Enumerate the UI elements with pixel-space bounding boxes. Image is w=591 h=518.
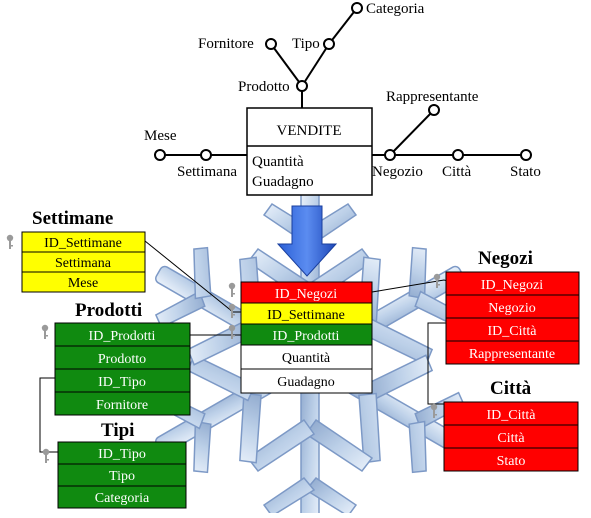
table-cell: Fornitore (96, 398, 148, 413)
fact-schema (160, 7, 526, 156)
table-cell: ID_Tipo (98, 375, 146, 390)
table-cell: ID_Città (488, 324, 538, 339)
node-stato (520, 149, 532, 161)
node-categoria (351, 2, 363, 14)
label-prodotto: Prodotto (238, 79, 290, 95)
fact-title: VENDITE (277, 123, 342, 139)
label-tipo: Tipo (292, 36, 320, 52)
arrow-down-icon (276, 205, 338, 277)
label-mese: Mese (144, 128, 177, 144)
key-icon (42, 448, 50, 463)
node-rappresentante (428, 104, 440, 116)
table-negozi: Negozi ID_Negozi Negozio ID_Città Rappre… (433, 248, 580, 365)
node-prodotto (296, 80, 308, 92)
node-citta (452, 149, 464, 161)
table-cell: Stato (497, 454, 526, 469)
table-prodotti: Prodotti ID_Prodotti Prodotto ID_Tipo Fo… (41, 300, 191, 416)
table-citta: Città ID_Città Città Stato (430, 378, 579, 472)
table-cell: ID_Settimane (267, 308, 345, 323)
table-cell: Tipo (109, 469, 135, 484)
label-categoria: Categoria (366, 1, 425, 17)
table-title: Tipi (101, 420, 134, 441)
table-title: Settimane (32, 208, 113, 229)
table-cell: ID_Prodotti (273, 329, 340, 344)
table-cell: Settimana (55, 256, 112, 271)
table-cell: ID_Prodotti (89, 329, 156, 344)
key-icon (41, 324, 49, 339)
table-cell: ID_Negozi (481, 278, 543, 293)
table-cell: Negozio (488, 301, 535, 316)
node-fornitore (265, 38, 277, 50)
node-mese (154, 149, 166, 161)
table-title: Prodotti (75, 300, 142, 321)
table-settimane: Settimane ID_Settimane Settimana Mese (6, 208, 146, 293)
table-title: Negozi (478, 248, 533, 269)
label-settimana: Settimana (177, 164, 237, 180)
label-stato: Stato (510, 164, 541, 180)
table-cell: ID_Settimane (44, 236, 122, 251)
table-cell: Rappresentante (469, 347, 555, 362)
key-icon (228, 282, 236, 297)
table-cell: Mese (68, 276, 98, 291)
label-fornitore: Fornitore (198, 36, 254, 52)
dimension-labels: Prodotto Fornitore Tipo Categoria Mese S… (144, 1, 541, 180)
node-settimana (200, 149, 212, 161)
dimension-nodes (154, 2, 532, 161)
table-fact-vendite: ID_Negozi ID_Settimane ID_Prodotti Quant… (228, 281, 373, 394)
table-cell: Prodotto (98, 352, 146, 367)
node-tipo (323, 38, 335, 50)
table-tipi: Tipi ID_Tipo Tipo Categoria (42, 420, 187, 509)
label-citta: Città (442, 164, 472, 180)
measure-guadagno: Guadagno (252, 174, 314, 190)
table-cell: Categoria (95, 491, 150, 506)
table-cell: Città (497, 431, 525, 446)
measure-quantita: Quantità (252, 154, 304, 170)
table-cell: Quantità (282, 351, 331, 366)
label-rappresentante: Rappresentante (386, 89, 479, 105)
fact-vendite: VENDITE Quantità Guadagno (246, 107, 373, 196)
label-negozio: Negozio (372, 164, 423, 180)
key-icon (6, 234, 14, 249)
node-negozio (384, 149, 396, 161)
table-cell: ID_Negozi (275, 287, 337, 302)
table-cell: Guadagno (277, 375, 335, 390)
table-cell: ID_Tipo (98, 447, 146, 462)
table-title: Città (490, 378, 532, 399)
table-cell: ID_Città (487, 408, 537, 423)
